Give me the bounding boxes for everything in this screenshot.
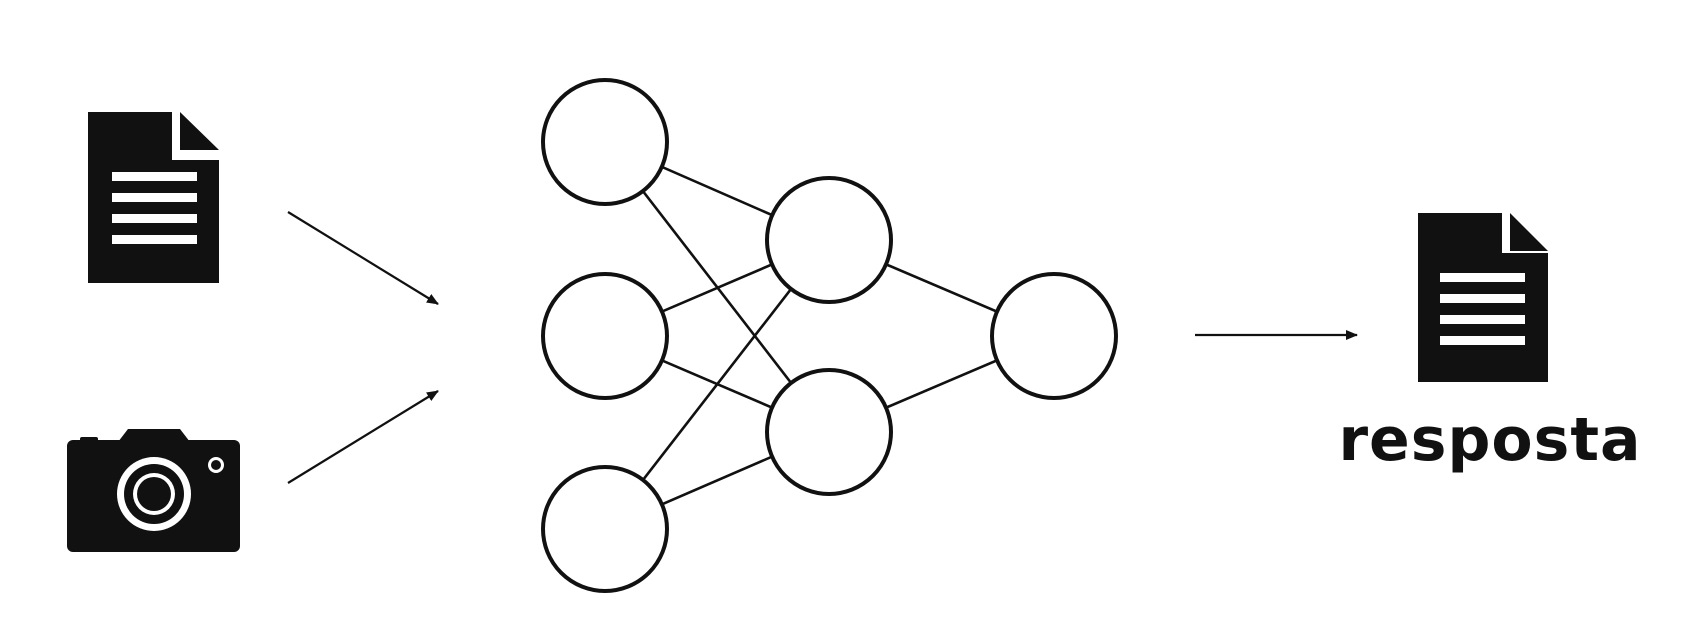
input-layer-node [541, 465, 669, 593]
input-arrow-camera [287, 390, 439, 484]
input-document-icon [88, 112, 219, 283]
network-nodes [541, 78, 1118, 593]
output-document-icon [1418, 213, 1548, 382]
input-arrow-document [287, 211, 439, 305]
output-label: resposta [1338, 405, 1642, 475]
hidden-layer-node [765, 368, 893, 496]
input-layer-node [541, 272, 669, 400]
output-layer-node [990, 272, 1118, 400]
input-layer-node [541, 78, 669, 206]
input-camera-icon [67, 429, 240, 552]
hidden-layer-node [765, 176, 893, 304]
